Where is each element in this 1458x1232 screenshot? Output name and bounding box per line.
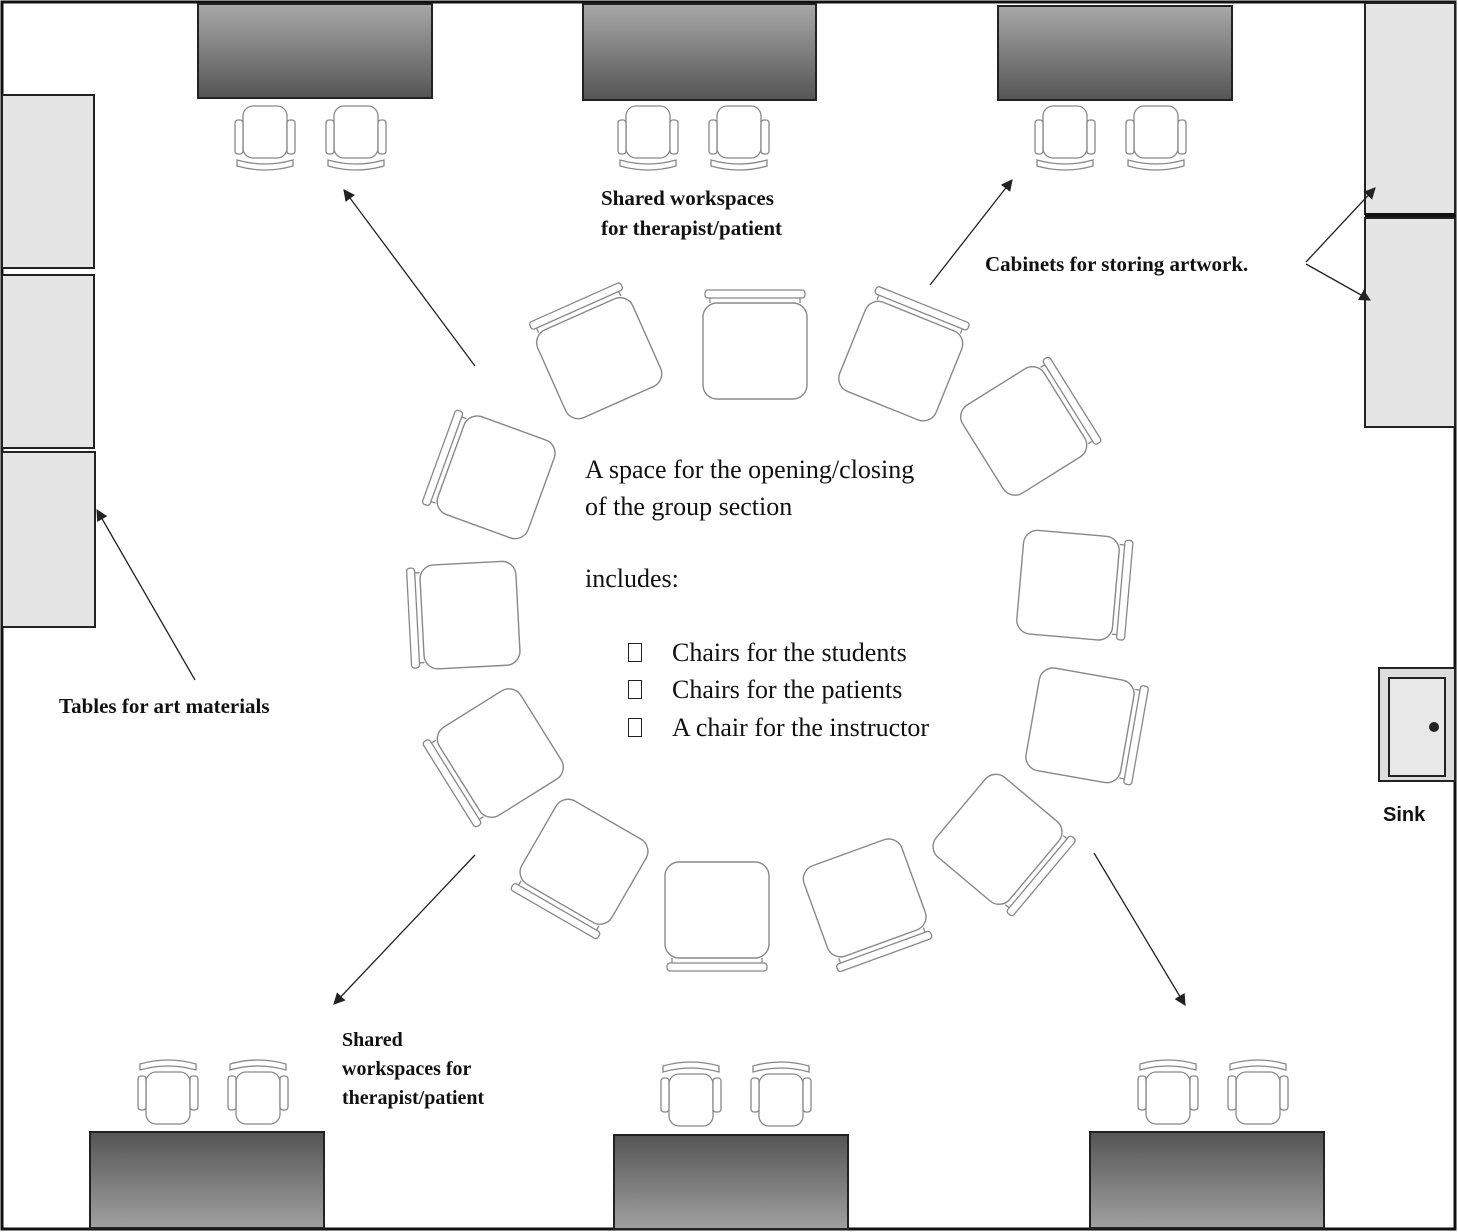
checkbox-bullet-icon: [628, 718, 642, 737]
chair-circle: [405, 280, 1150, 974]
bottom-workspace-3: [1089, 1059, 1325, 1229]
label-line: therapist/patient: [342, 1087, 485, 1109]
list-item: A chair for the instructor: [628, 709, 929, 746]
label-line: Tables for art materials: [59, 694, 270, 718]
top-workspace-1: [197, 3, 433, 171]
center-line-1: A space for the opening/closing: [585, 455, 915, 484]
includes-label: includes:: [585, 564, 679, 593]
label-line: for therapist/patient: [601, 216, 783, 240]
label-line: workspaces for: [342, 1058, 472, 1080]
artwork-cabinets: [1364, 2, 1456, 428]
label-shared-workspaces-bottom: Shared workspaces for therapist/patient: [342, 1026, 484, 1113]
sink: [1378, 667, 1456, 782]
art-material-tables: [1, 94, 96, 628]
top-workspace-3: [997, 5, 1233, 171]
label-line: Shared workspaces: [601, 186, 774, 210]
label-art-tables: Tables for art materials: [59, 691, 270, 721]
bottom-workspace-1: [89, 1059, 325, 1229]
label-line: Shared: [342, 1029, 403, 1051]
label-sink: Sink: [1383, 800, 1425, 830]
label-shared-workspaces-top: Shared workspaces for therapist/patient: [601, 183, 782, 243]
label-cabinets: Cabinets for storing artwork.: [985, 249, 1248, 279]
list-item-text: Chairs for the patients: [672, 675, 903, 704]
list-item-text: A chair for the instructor: [672, 713, 930, 742]
list-item: Chairs for the students: [628, 634, 907, 671]
list-item-text: Chairs for the students: [672, 638, 907, 667]
center-includes: includes:: [585, 560, 679, 597]
arrows: [96, 179, 1376, 1007]
bottom-workspace-2: [613, 1061, 849, 1230]
label-line: Sink: [1383, 804, 1426, 826]
list-item: Chairs for the patients: [628, 671, 902, 708]
checkbox-bullet-icon: [628, 643, 642, 662]
center-line-2: of the group section: [585, 492, 793, 521]
checkbox-bullet-icon: [628, 680, 642, 699]
center-description: A space for the opening/closing of the g…: [585, 451, 914, 525]
label-line: Cabinets for storing artwork.: [985, 252, 1249, 276]
top-workspace-2: [582, 3, 817, 171]
